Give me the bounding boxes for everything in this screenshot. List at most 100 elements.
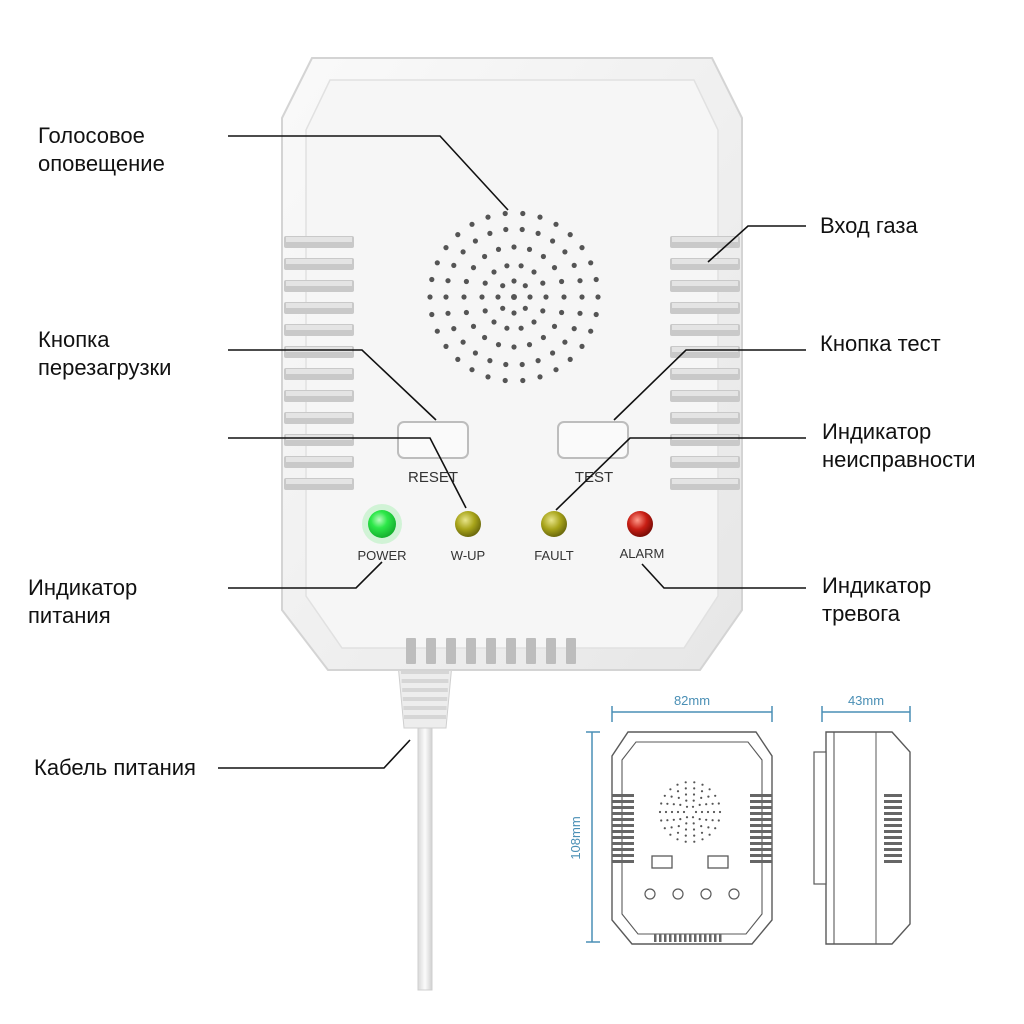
mini-speaker-hole (669, 833, 672, 836)
vent-slot (566, 638, 576, 664)
mini-speaker-hole (670, 795, 673, 798)
mini-vent (669, 934, 672, 942)
mini-speaker-hole (693, 781, 696, 784)
test-button[interactable] (557, 421, 629, 459)
reset-label: RESET (408, 469, 458, 486)
speaker-hole (504, 325, 510, 331)
mini-vent (694, 934, 697, 942)
speaker-hole (470, 265, 477, 271)
mini-vent (664, 934, 667, 942)
callout-power-indicator: Индикатор питания (28, 575, 138, 628)
speaker-hole (485, 374, 491, 380)
mini-vent (612, 830, 634, 833)
mini-speaker-hole (717, 802, 720, 805)
callout-power-cable: Кабель питания (34, 755, 196, 780)
vent-slot (426, 638, 436, 664)
mini-speaker-hole (708, 788, 711, 791)
speaker-hole (540, 308, 546, 314)
mini-speaker-hole (693, 787, 696, 790)
mini-vent (750, 812, 772, 815)
mini-led (700, 888, 712, 900)
mini-vent (612, 812, 634, 815)
speaker-grille (427, 210, 601, 384)
test-label: TEST (575, 469, 613, 486)
mini-speaker-hole (700, 825, 703, 828)
speaker-hole (531, 319, 537, 325)
side-vent (884, 818, 902, 821)
mini-vent (750, 836, 772, 839)
speaker-hole (540, 253, 547, 260)
mini-vent (612, 794, 634, 797)
mini-vent (750, 800, 772, 803)
mini-speaker-hole (676, 783, 679, 786)
speaker-hole (502, 377, 508, 384)
leader-gas-inlet (707, 225, 806, 263)
mini-vent (612, 806, 634, 809)
mini-speaker-hole (677, 825, 680, 828)
mini-vent (750, 818, 772, 821)
mini-vent (659, 934, 662, 942)
mini-vent (674, 934, 677, 942)
mini-reset-button (651, 855, 673, 869)
mini-speaker-hole (712, 810, 716, 814)
side-vent (884, 842, 902, 845)
speaker-hole (577, 278, 583, 284)
mini-speaker-hole (691, 816, 695, 819)
mini-speaker-hole (698, 818, 701, 821)
side-vent (884, 830, 902, 833)
power-led (368, 510, 396, 538)
mini-speaker-hole (676, 838, 679, 841)
alarm-led (627, 511, 653, 537)
mini-speaker-hole (692, 822, 695, 825)
speaker-hole (567, 356, 573, 362)
mini-speaker-hole (700, 831, 704, 834)
mini-speaker-hole (693, 840, 696, 843)
speaker-hole (460, 339, 466, 345)
reset-button[interactable] (397, 421, 469, 459)
speaker-hole (571, 262, 577, 268)
speaker-hole (503, 361, 509, 368)
mini-vent (612, 818, 634, 821)
mini-led (672, 888, 684, 900)
mini-speaker-hole (679, 803, 682, 807)
callout-leaders (218, 135, 806, 769)
alarm-led-label: ALARM (620, 546, 665, 561)
mini-speaker-hole (698, 803, 701, 807)
mini-speaker-hole (664, 810, 668, 814)
callout-reset-button: Кнопка перезагрузки (38, 327, 172, 380)
mini-speaker-hole (685, 816, 689, 819)
callout-voice-alert: Голосовое оповещение (38, 123, 165, 176)
mini-speaker-hole (701, 783, 704, 786)
mini-speaker-hole (705, 803, 708, 806)
speaker-hole (537, 374, 543, 380)
mini-right-vents (750, 794, 772, 863)
speaker-hole (511, 310, 517, 316)
speaker-hole (519, 361, 525, 368)
mini-speaker-hole (684, 787, 687, 790)
mini-vent (612, 836, 634, 839)
mini-vent (612, 824, 634, 827)
mini-vent (709, 934, 712, 942)
speaker-hole (543, 294, 549, 300)
speaker-hole (551, 265, 558, 271)
speaker-hole (535, 230, 541, 236)
speaker-hole (461, 294, 467, 300)
mini-speaker-hole (694, 810, 698, 814)
speaker-hole (540, 280, 546, 286)
mini-vent (654, 934, 657, 942)
speaker-hole (520, 377, 526, 384)
mini-speaker-hole (693, 834, 696, 837)
speaker-hole (427, 294, 433, 300)
speaker-hole (511, 278, 517, 284)
speaker-hole (485, 214, 491, 220)
speaker-hole (588, 260, 594, 266)
speaker-hole (537, 214, 543, 220)
speaker-hole (495, 294, 501, 300)
speaker-hole (500, 283, 506, 289)
gas-inlet-vents (670, 236, 740, 490)
mini-left-vents (612, 794, 634, 863)
vent-slot (546, 638, 556, 664)
side-vent (884, 806, 902, 809)
mini-speaker-hole (684, 793, 688, 796)
speaker-hole (595, 294, 601, 300)
